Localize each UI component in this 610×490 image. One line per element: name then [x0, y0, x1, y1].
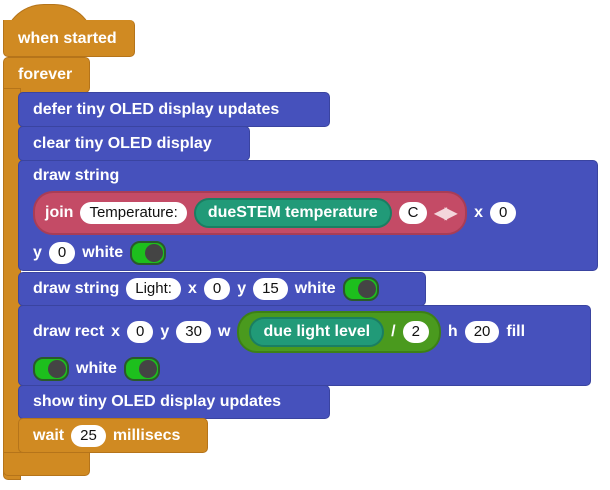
x-input[interactable]: 0 [489, 201, 517, 224]
draw-string-label: draw string [33, 166, 120, 184]
x-label: x [111, 322, 121, 340]
show-label: show tiny OLED display updates [33, 393, 282, 410]
fill-label: fill [506, 322, 526, 340]
draw-string-label: draw string [33, 280, 120, 297]
w-label: w [217, 322, 231, 340]
white-toggle[interactable] [342, 277, 379, 301]
clear-display-block[interactable]: clear tiny OLED display [18, 126, 250, 161]
wait-label: wait [33, 426, 65, 444]
millisecs-label: millisecs [112, 426, 181, 444]
y-input[interactable]: 15 [253, 278, 288, 300]
x-input[interactable]: 0 [203, 278, 231, 300]
temperature-label: dueSTEM temperature [207, 203, 378, 221]
join-reporter[interactable]: join Temperature: dueSTEM temperature C … [33, 190, 468, 235]
x-label: x [474, 203, 483, 221]
y-input[interactable]: 30 [176, 320, 211, 343]
y-label: y [33, 243, 42, 261]
white-toggle[interactable] [123, 356, 160, 381]
x-input[interactable]: 0 [127, 320, 154, 343]
divide-operator: / [391, 322, 396, 340]
fill-toggle[interactable] [33, 356, 69, 381]
h-input[interactable]: 20 [464, 320, 500, 343]
wait-input[interactable]: 25 [71, 424, 106, 447]
draw-rect-block[interactable]: draw rect x 0 y 30 w due light level / 2… [18, 305, 591, 386]
y-label: y [237, 280, 247, 297]
divide-reporter[interactable]: due light level / 2 [237, 310, 441, 353]
divisor-input[interactable]: 2 [402, 320, 429, 343]
text-input[interactable]: Light: [126, 278, 181, 300]
y-input[interactable]: 0 [48, 241, 76, 264]
wait-block[interactable]: wait 25 millisecs [18, 418, 208, 453]
when-started-hat-block[interactable]: when started [3, 0, 135, 57]
draw-rect-label: draw rect [33, 322, 105, 340]
light-level-reporter[interactable]: due light level [249, 316, 385, 347]
draw-string-light-block[interactable]: draw string Light: x 0 y 15 white [18, 272, 426, 306]
light-level-label: due light level [263, 322, 371, 340]
white-label: white [294, 280, 336, 297]
hat-label: when started [18, 30, 117, 47]
join-label: join [45, 203, 74, 221]
text-input[interactable]: Temperature: [80, 201, 187, 224]
show-display-updates-block[interactable]: show tiny OLED display updates [18, 385, 330, 419]
draw-string-temperature-block[interactable]: draw string join Temperature: dueSTEM te… [18, 160, 598, 271]
y-label: y [160, 322, 170, 340]
unit-input[interactable]: C [398, 201, 428, 224]
forever-label: forever [18, 66, 73, 83]
white-label: white [76, 359, 117, 377]
temperature-reporter[interactable]: dueSTEM temperature [193, 197, 392, 228]
defer-display-updates-block[interactable]: defer tiny OLED display updates [18, 92, 330, 127]
x-label: x [187, 280, 197, 297]
white-label: white [82, 243, 124, 261]
white-toggle[interactable] [130, 240, 167, 265]
defer-label: defer tiny OLED display updates [33, 100, 280, 118]
expand-collapse-arrows-icon[interactable]: ◀▶ [434, 204, 457, 222]
h-label: h [447, 322, 458, 340]
clear-label: clear tiny OLED display [33, 134, 212, 152]
